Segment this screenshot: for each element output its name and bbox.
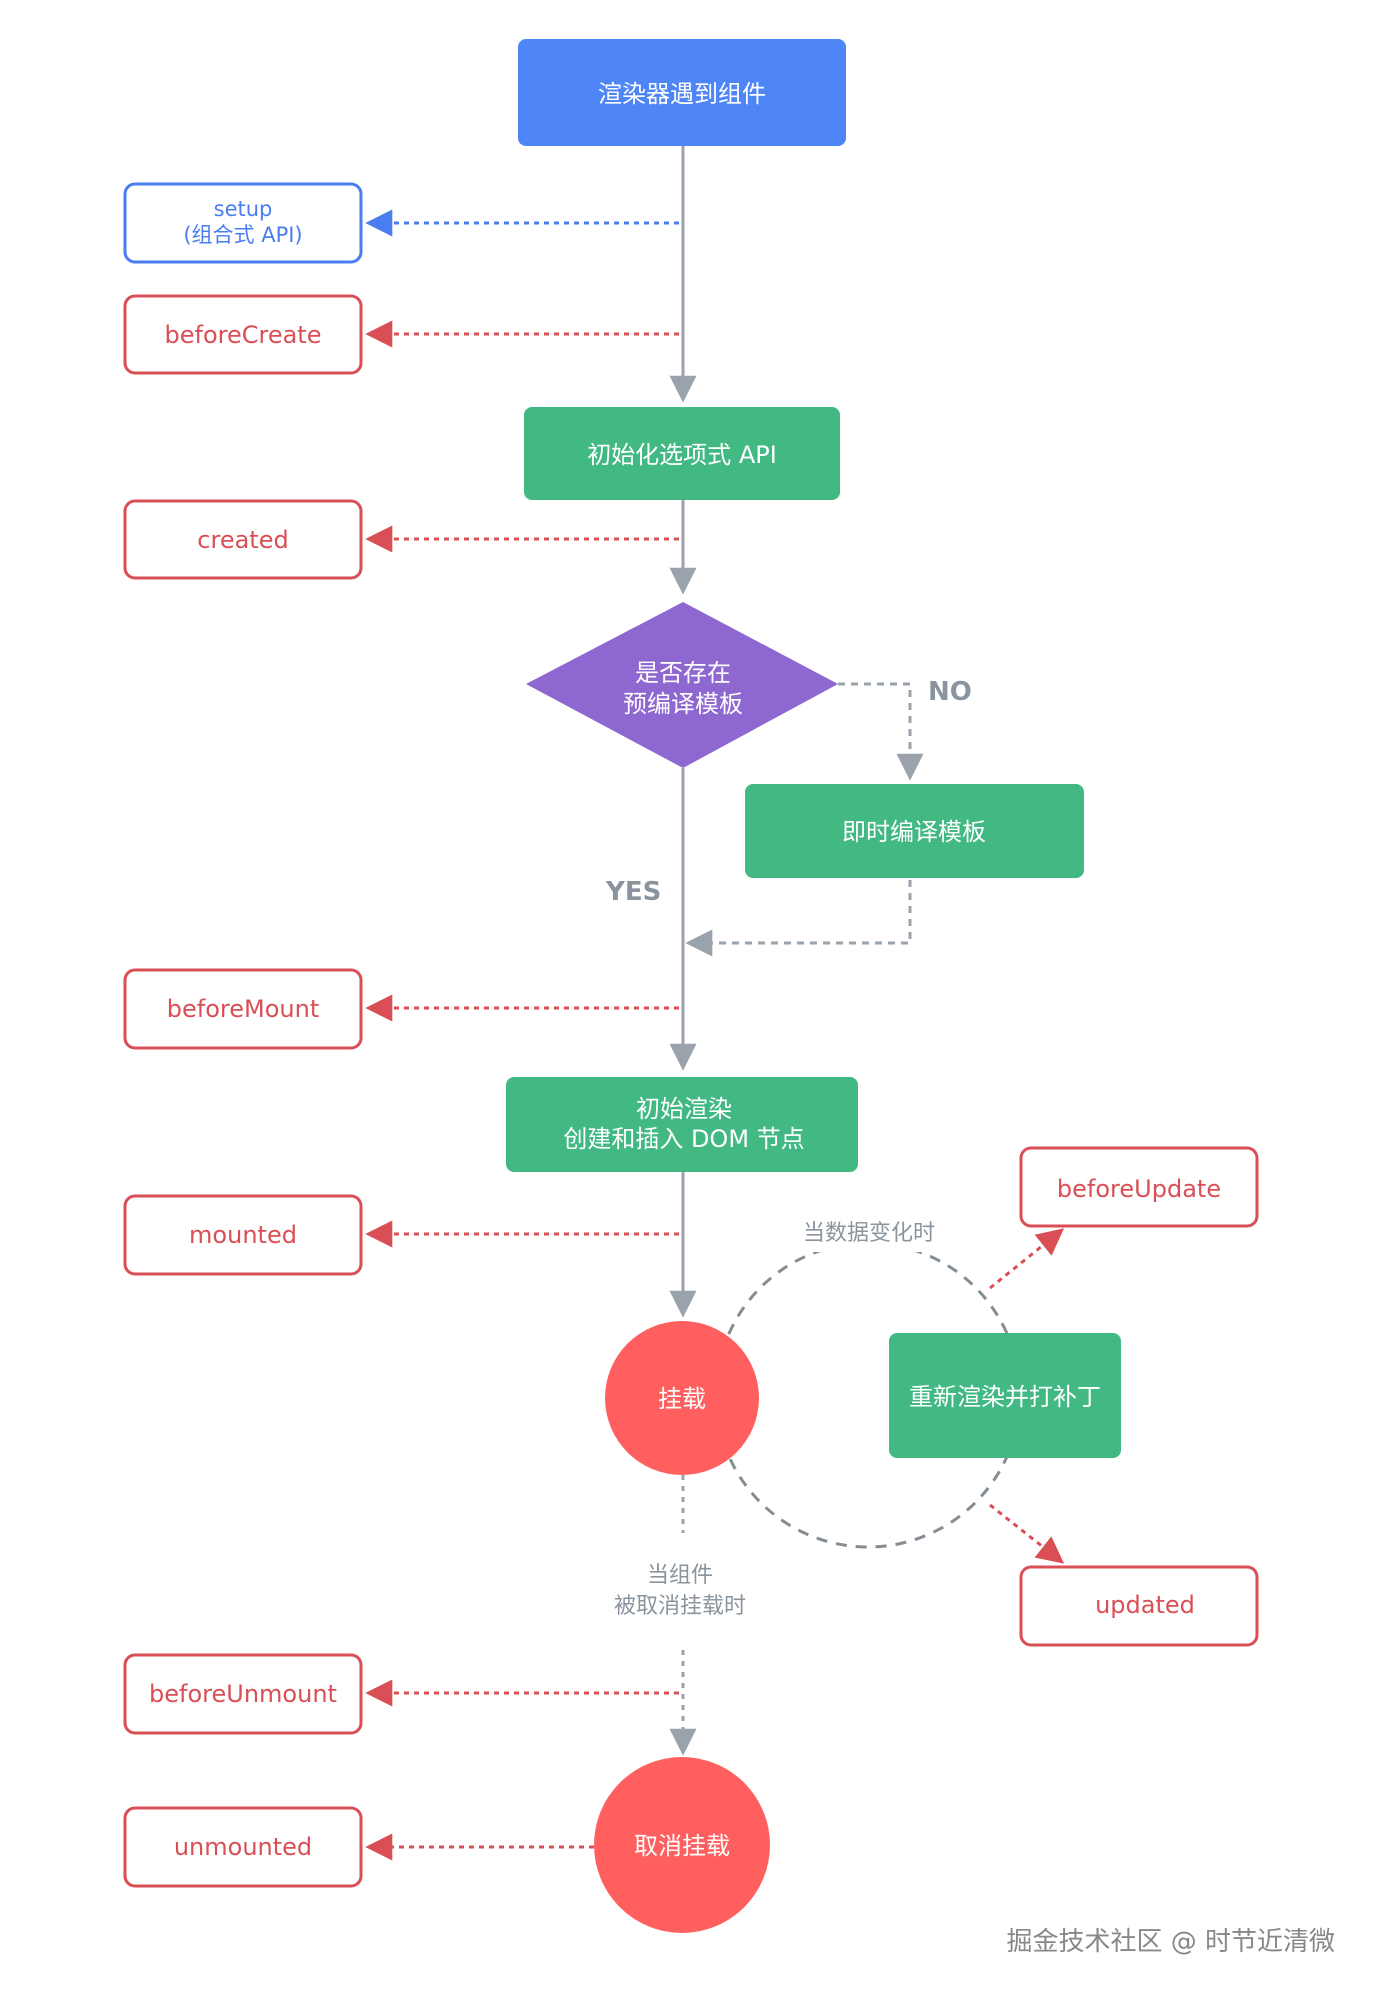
hook-before-update: beforeUpdate bbox=[1019, 1146, 1259, 1228]
hook-updated: updated bbox=[1019, 1565, 1259, 1647]
initial-render-text-1: 初始渲染 bbox=[636, 1095, 732, 1123]
hook-before-mount-text: beforeMount bbox=[167, 995, 319, 1023]
hook-mounted-text: mounted bbox=[189, 1221, 297, 1249]
no-label: NO bbox=[928, 677, 972, 707]
hook-unmounted-text: unmounted bbox=[174, 1833, 312, 1861]
rerender-patch-text: 重新渲染并打补丁 bbox=[909, 1383, 1101, 1411]
init-options-node: 初始化选项式 API bbox=[524, 407, 840, 500]
updated-connector bbox=[989, 1503, 1065, 1564]
hook-before-mount: beforeMount bbox=[123, 968, 363, 1050]
on-unmount-label-2: 被取消挂载时 bbox=[614, 1594, 746, 1619]
hook-before-update-text: beforeUpdate bbox=[1057, 1175, 1221, 1203]
mounted-state-node: 挂载 bbox=[605, 1321, 759, 1475]
no-branch-line bbox=[838, 682, 924, 781]
renderer-text: 渲染器遇到组件 bbox=[598, 80, 766, 108]
yes-label: YES bbox=[605, 877, 661, 907]
initial-render-node: 初始渲染 创建和插入 DOM 节点 bbox=[506, 1077, 858, 1172]
mounted-state-text: 挂载 bbox=[658, 1385, 706, 1413]
has-template-text-1: 是否存在 bbox=[635, 659, 731, 687]
on-unmount-label-1: 当组件 bbox=[647, 1563, 713, 1588]
hook-before-create: beforeCreate bbox=[123, 294, 363, 375]
hook-before-create-text: beforeCreate bbox=[165, 321, 322, 349]
compile-template-text: 即时编译模板 bbox=[842, 818, 986, 846]
init-options-text: 初始化选项式 API bbox=[587, 441, 777, 469]
hook-updated-text: updated bbox=[1095, 1591, 1195, 1619]
compile-return-line bbox=[685, 880, 912, 957]
hook-setup-text-1: setup bbox=[214, 197, 273, 221]
hook-setup-text-2: (组合式 API) bbox=[183, 223, 302, 247]
hook-unmounted: unmounted bbox=[123, 1806, 363, 1888]
has-template-text-2: 预编译模板 bbox=[623, 690, 743, 718]
rerender-patch-node: 重新渲染并打补丁 bbox=[889, 1333, 1121, 1458]
hook-before-unmount: beforeUnmount bbox=[123, 1653, 363, 1735]
hook-mounted: mounted bbox=[123, 1194, 363, 1276]
compile-template-node: 即时编译模板 bbox=[745, 784, 1084, 878]
initial-render-text-2: 创建和插入 DOM 节点 bbox=[563, 1125, 804, 1153]
hook-created: created bbox=[123, 499, 363, 580]
hook-setup: setup (组合式 API) bbox=[123, 182, 363, 264]
before-update-connector bbox=[989, 1228, 1065, 1290]
has-template-decision: 是否存在 预编译模板 bbox=[526, 602, 838, 768]
hook-created-text: created bbox=[197, 526, 288, 554]
on-data-change-label: 当数据变化时 bbox=[803, 1221, 935, 1246]
unmounted-state-node: 取消挂载 bbox=[594, 1757, 770, 1933]
watermark: 掘金技术社区 @ 时节近清微 bbox=[1006, 1927, 1335, 1957]
unmounted-state-text: 取消挂载 bbox=[634, 1832, 730, 1860]
renderer-node: 渲染器遇到组件 bbox=[518, 39, 846, 146]
hook-before-unmount-text: beforeUnmount bbox=[149, 1680, 337, 1708]
